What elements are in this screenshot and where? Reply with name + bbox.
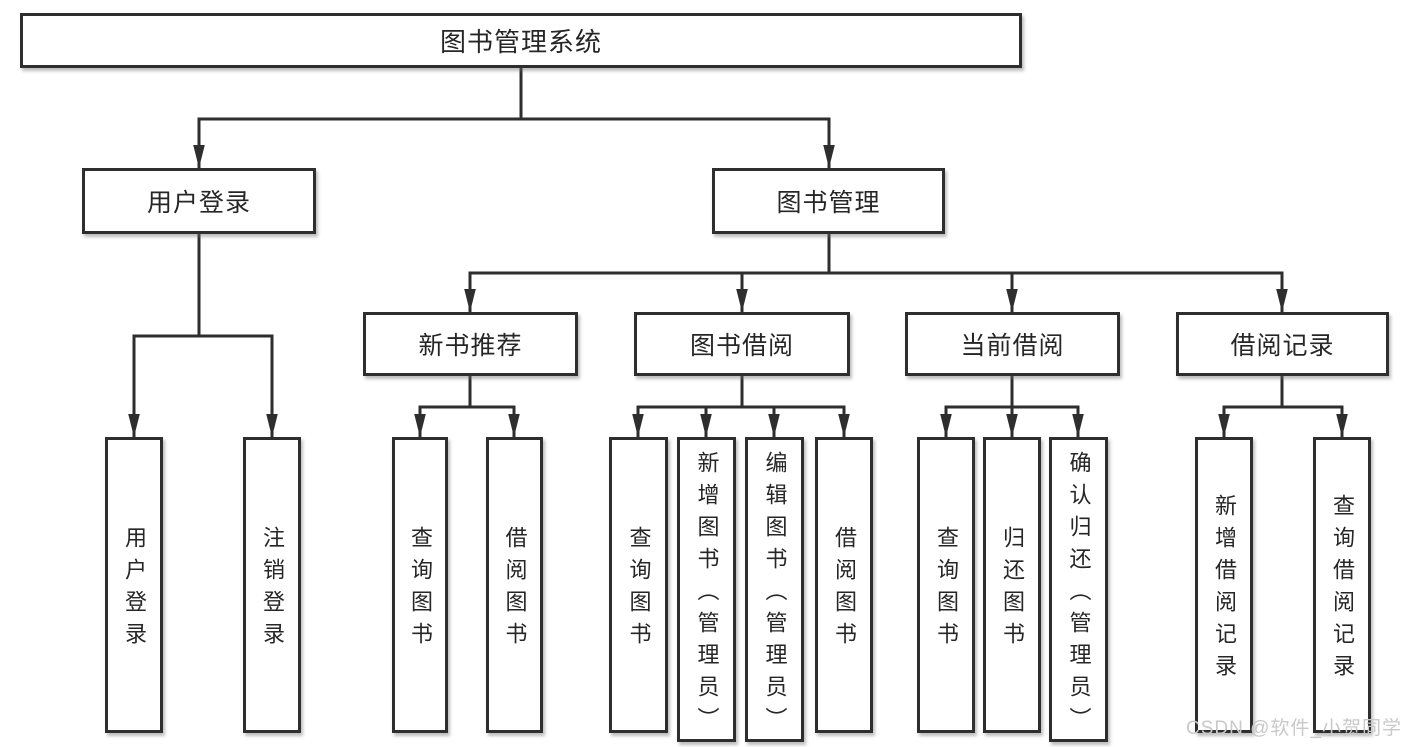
node-leaf-query-book-rec: 查询图书: [392, 437, 448, 733]
node-label: 查询图书: [934, 526, 959, 654]
node-leaf-query-book-borrow: 查询图书: [609, 437, 668, 733]
node-label: 借阅图书: [832, 526, 857, 654]
node-label: 确认归还（管理员）: [1066, 450, 1092, 739]
node-label: 查询图书: [408, 526, 433, 654]
node-label: 借阅图书: [502, 526, 528, 654]
node-leaf-confirm-return-admin: 确认归还（管理员）: [1049, 437, 1108, 742]
node-label: 新增图书（管理员）: [694, 450, 720, 739]
node-leaf-query-book-current: 查询图书: [917, 437, 975, 733]
node-label: 用户登录: [122, 526, 147, 654]
node-root: 图书管理系统: [20, 13, 1022, 68]
node-book-management: 图书管理: [712, 168, 945, 234]
node-leaf-query-borrow-record: 查询借阅记录: [1313, 437, 1371, 733]
node-leaf-add-borrow-record: 新增借阅记录: [1195, 437, 1253, 733]
node-new-book-recommend: 新书推荐: [363, 312, 578, 376]
node-leaf-borrow-book-borrow: 借阅图书: [815, 437, 873, 733]
node-label: 编辑图书（管理员）: [762, 450, 788, 739]
node-label: 归还图书: [1000, 526, 1025, 654]
node-label: 注销登录: [260, 526, 285, 654]
node-label: 新增借阅记录: [1212, 494, 1237, 686]
csdn-watermark: CSDN @软件_小贺同学: [1186, 718, 1402, 739]
node-leaf-edit-book-admin: 编辑图书（管理员）: [745, 437, 804, 742]
node-leaf-add-book-admin: 新增图书（管理员）: [677, 437, 736, 742]
node-leaf-user-login: 用户登录: [105, 437, 163, 733]
node-leaf-borrow-book-rec: 借阅图书: [486, 437, 543, 733]
node-user-login: 用户登录: [82, 168, 316, 234]
node-label: 查询借阅记录: [1330, 494, 1355, 686]
node-label: 查询图书: [626, 526, 652, 654]
node-book-borrow: 图书借阅: [634, 312, 850, 376]
node-current-borrow: 当前借阅: [905, 312, 1120, 376]
node-leaf-return-book: 归还图书: [983, 437, 1041, 733]
node-leaf-logout: 注销登录: [243, 437, 301, 733]
node-borrow-records: 借阅记录: [1176, 312, 1389, 376]
